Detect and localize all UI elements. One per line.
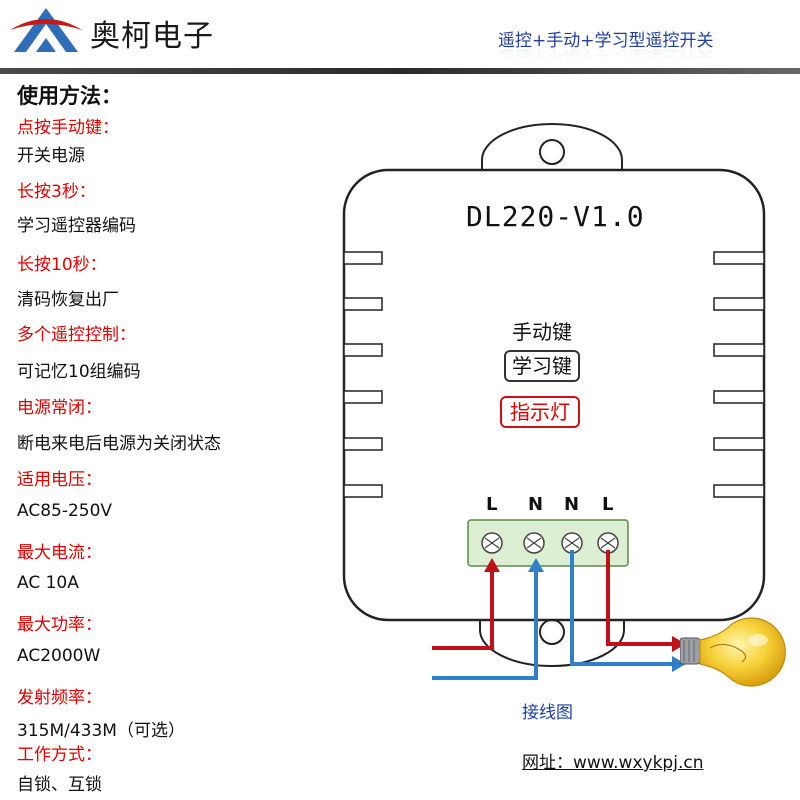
item-title-frequency: 发射频率： (17, 688, 102, 708)
item-value-current: AC 10A (17, 573, 79, 593)
device-body-drawing (342, 123, 766, 680)
item-title-3s: 长按3秒： (17, 182, 96, 202)
item-title-voltage: 适用电压： (17, 470, 102, 490)
website-link[interactable]: 网址：www.wxykpj.cn (522, 753, 704, 773)
item-value-multi: 可记忆10组编码 (17, 362, 141, 382)
terminal-screws (481, 532, 619, 554)
item-title-manual: 点按手动键： (17, 118, 119, 138)
item-value-mode: 自锁、互锁 (17, 775, 102, 795)
item-title-default: 电源常闭： (17, 398, 102, 418)
light-bulb-icon (680, 617, 786, 687)
manual-key-label: 手动键 (512, 320, 572, 344)
item-title-current: 最大电流： (17, 543, 102, 563)
item-value-10s: 清码恢复出厂 (17, 290, 119, 310)
item-title-power: 最大功率： (17, 615, 102, 635)
item-value-manual: 开关电源 (17, 146, 85, 166)
terminal-label-L2: L (602, 494, 614, 515)
learn-key-button[interactable]: 学习键 (504, 350, 580, 382)
indicator-light: 指示灯 (500, 396, 580, 428)
model-number: DL220-V1.0 (466, 200, 645, 233)
item-value-voltage: AC85-250V (17, 501, 113, 521)
header: 奥柯电子 遥控+手动+学习型遥控开关 遥控+手动+学习型遥控开关 (0, 0, 800, 80)
terminal-label-L1: L (486, 494, 498, 515)
item-title-mode: 工作方式： (17, 745, 102, 765)
item-value-default: 断电来电后电源为关闭状态 (17, 434, 221, 454)
device-diagram: DL220-V1.0 手动键 学习键 指示灯 L N N L 接线图 (340, 120, 800, 723)
item-value-3s: 学习遥控器编码 (17, 216, 136, 236)
terminal-label-N1: N (528, 494, 544, 515)
product-tagline: 遥控+手动+学习型遥控开关 (498, 31, 714, 51)
usage-title: 使用方法： (17, 84, 122, 108)
item-title-10s: 长按10秒： (17, 255, 107, 275)
header-divider (0, 68, 800, 74)
item-value-power: AC2000W (17, 646, 101, 666)
terminal-label-N2: N (564, 494, 580, 515)
company-logo-icon (10, 8, 82, 52)
wiring-diagram-caption: 接线图 (522, 703, 573, 723)
item-value-frequency: 315M/433M（可选） (17, 721, 185, 741)
item-title-multi: 多个遥控控制： (17, 325, 136, 345)
brand-name: 奥柯电子 (90, 19, 214, 54)
